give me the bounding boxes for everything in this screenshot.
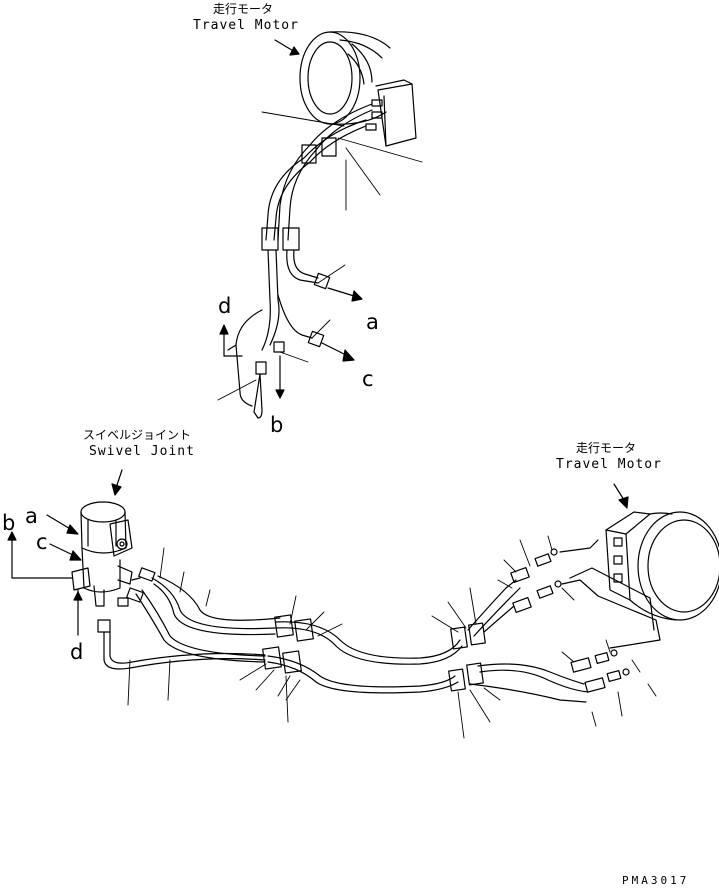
lower-marker-d: d: [70, 640, 84, 664]
drawing-code: PMA3017: [622, 874, 690, 887]
lower-marker-a: a: [25, 504, 38, 528]
upper-leader-lines: [217, 111, 423, 401]
right-motor-arrow: [613, 483, 629, 509]
right-motor-label-en: Travel Motor: [556, 457, 662, 472]
swivel-joint: [71, 501, 133, 607]
swivel-joint-label-jp: スイベルジョイント: [83, 428, 192, 442]
upper-motor-label-en: Travel Motor: [193, 18, 299, 33]
lower-marker-c: c: [36, 530, 48, 554]
upper-hose-assembly: [227, 103, 373, 419]
right-travel-motor: [605, 511, 719, 621]
upper-marker-d: d: [218, 294, 232, 318]
upper-marker-a: a: [366, 310, 379, 334]
lower-leader-lines: [127, 535, 657, 739]
upper-marker-c: c: [362, 367, 374, 391]
upper-motor-label-jp: 走行モータ: [213, 2, 274, 16]
upper-marker-b: b: [270, 413, 284, 437]
right-motor-label-jp: 走行モータ: [576, 441, 637, 455]
lower-hose-assembly: [97, 539, 661, 703]
lower-marker-b: b: [2, 511, 16, 535]
upper-arrows: [219, 39, 363, 399]
swivel-arrows: [7, 469, 141, 636]
swivel-joint-label-en: Swivel Joint: [89, 444, 195, 459]
